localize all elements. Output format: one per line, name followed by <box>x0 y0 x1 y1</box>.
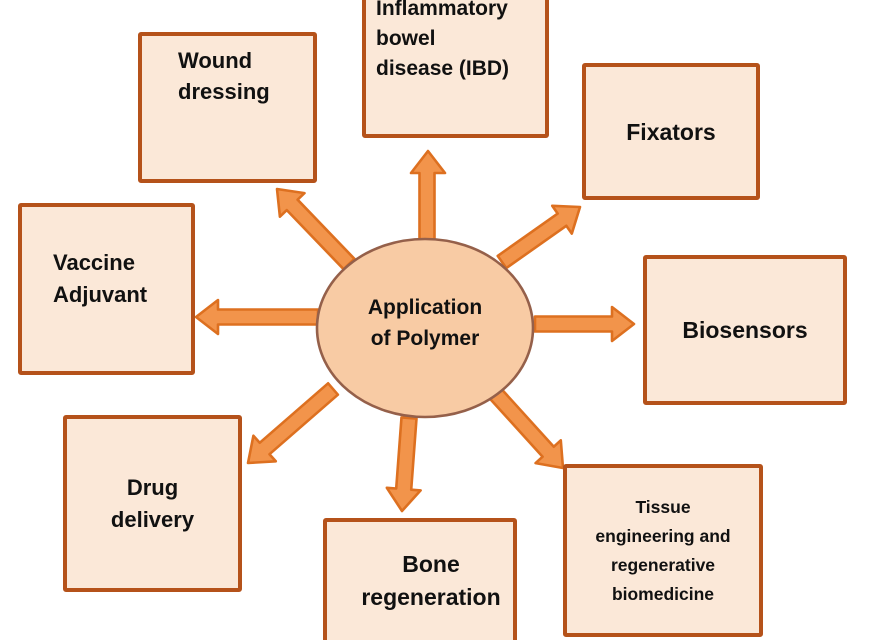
node-label: Fixators <box>626 118 716 145</box>
node-bone-regeneration: Bone regeneration <box>323 518 517 640</box>
node-fixators: Fixators <box>582 63 760 200</box>
arrow-to-bone-regeneration <box>385 416 422 513</box>
center-ellipse <box>315 237 535 419</box>
node-wound-dressing: Wound dressing <box>138 32 317 183</box>
node-inflammatory-bowel-disease: Inflammatory bowel disease (IBD) <box>362 0 549 138</box>
arrow-to-vaccine-adjuvant <box>194 298 320 336</box>
arrow-to-ibd <box>409 149 447 249</box>
node-biosensors: Biosensors <box>643 255 847 405</box>
node-label: Vaccine Adjuvant <box>53 250 148 307</box>
node-label: Inflammatory bowel disease (IBD) <box>376 0 510 80</box>
node-vaccine-adjuvant: Vaccine Adjuvant <box>18 203 195 375</box>
node-label: Biosensors <box>682 317 808 343</box>
node-tissue-engineering: Tissue engineering and regenerative biom… <box>563 464 763 637</box>
arrow-to-wound-dressing <box>275 187 356 271</box>
node-drug-delivery: Drug delivery <box>63 415 242 592</box>
node-label: Drug delivery <box>110 474 195 532</box>
arrow-to-fixators <box>496 204 582 270</box>
arrow-to-drug-delivery <box>246 381 340 465</box>
arrow-to-tissue-engineering <box>487 385 565 470</box>
node-label: Tissue engineering and regenerative biom… <box>595 496 731 604</box>
node-label: Bone regeneration <box>361 551 501 610</box>
node-label: Wound dressing <box>178 48 270 104</box>
arrow-to-biosensors <box>533 305 636 343</box>
center-label: Application of Polymer <box>367 296 483 350</box>
